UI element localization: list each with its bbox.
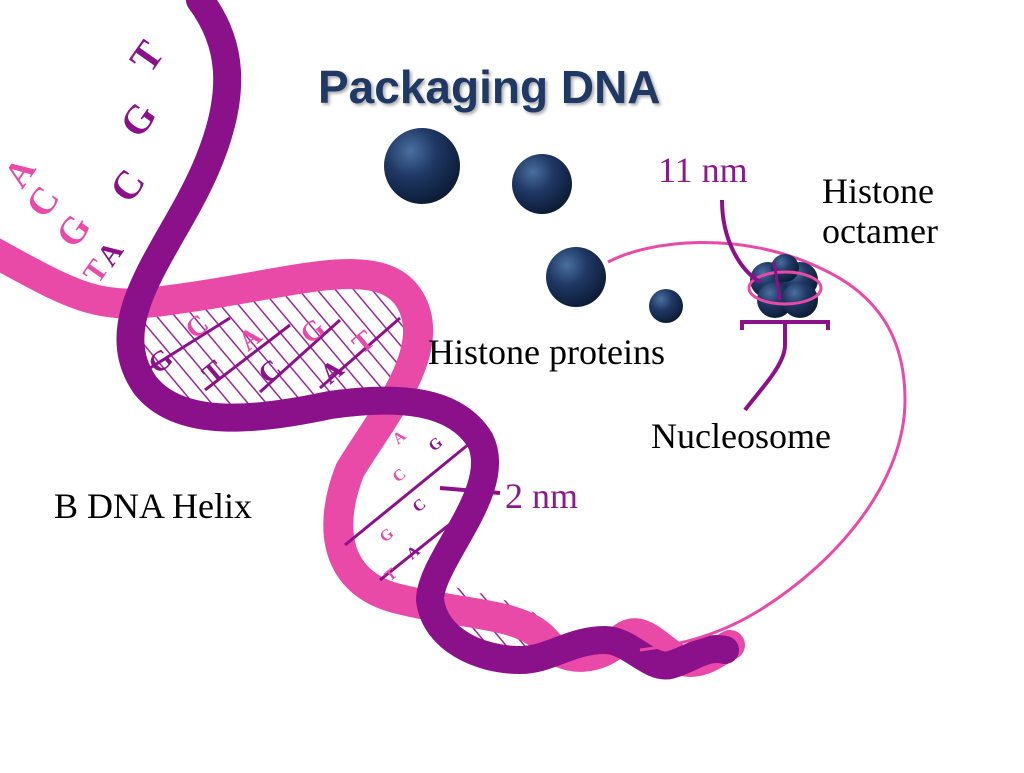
- base-letter: T: [121, 32, 173, 80]
- histone-octamer-label-line2: octamer: [822, 210, 938, 251]
- nucleosome-bracket: [740, 320, 830, 412]
- histone-ball: [384, 128, 460, 204]
- histone-octamer: [747, 254, 823, 318]
- b-dna-helix-label: B DNA Helix: [54, 486, 252, 526]
- measure-11nm-line: [720, 199, 762, 284]
- measure-2nm-line: [439, 486, 501, 495]
- histone-ball: [649, 289, 683, 323]
- histone-proteins: [384, 128, 683, 323]
- base-letter: G: [111, 94, 166, 145]
- page-title: Packaging DNA: [318, 61, 661, 113]
- histone-ball: [546, 247, 606, 307]
- histone-ball: [512, 154, 572, 214]
- histone-proteins-label: Histone proteins: [428, 332, 665, 372]
- base-letter: C: [101, 161, 154, 210]
- nucleosome-label: Nucleosome: [651, 416, 831, 456]
- octamer-arrow: [772, 261, 782, 301]
- base-pair-rungs: [149, 316, 481, 582]
- base-letter: G: [377, 525, 398, 546]
- base-letter: C: [410, 496, 430, 516]
- base-letter: C: [390, 466, 410, 486]
- histone-octamer-label-line1: Histone: [822, 171, 934, 211]
- width-11nm-label: 11 nm: [658, 150, 748, 190]
- histone-octamer-label: Histone octamer: [822, 171, 938, 251]
- base-letter: G: [426, 434, 447, 455]
- base-letters: T G C: [101, 32, 173, 210]
- width-2nm-label: 2 nm: [505, 476, 579, 516]
